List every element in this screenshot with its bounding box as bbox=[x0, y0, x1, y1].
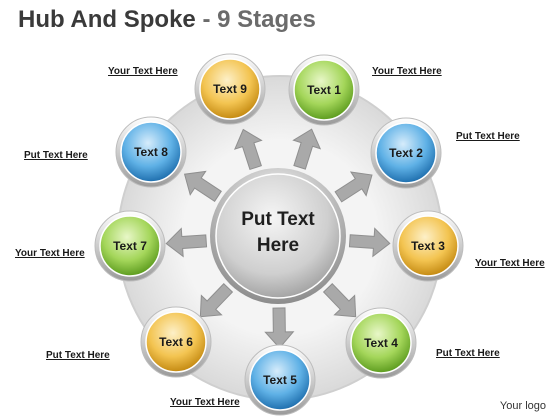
spoke-arrow-8 bbox=[183, 170, 222, 202]
stage-caption-9: Your Text Here bbox=[108, 66, 178, 77]
title-sub: 9 Stages bbox=[217, 6, 316, 33]
stage-node-label: Text 3 bbox=[411, 239, 445, 253]
stage-caption-4: Put Text Here bbox=[436, 348, 500, 359]
stage-node-disc bbox=[120, 121, 182, 183]
stage-node-disc bbox=[350, 312, 412, 374]
spoke-arrow-1 bbox=[292, 128, 322, 170]
stage-node-disc bbox=[375, 122, 437, 184]
stage-node-label: Text 4 bbox=[364, 336, 398, 350]
stage-node-7: Text 7 bbox=[94, 210, 166, 282]
stage-node-disc bbox=[293, 59, 355, 121]
hub: Put Text Here bbox=[210, 168, 346, 304]
stage-caption-8: Put Text Here bbox=[24, 150, 88, 161]
stage-node-label: Text 6 bbox=[159, 335, 193, 349]
hub-text-line1: Put Text bbox=[241, 209, 315, 230]
stage-caption-3: Your Text Here bbox=[475, 258, 545, 269]
spoke-arrow-4 bbox=[322, 283, 357, 318]
stage-node-4: Text 4 bbox=[345, 307, 417, 379]
title-separator: - bbox=[202, 6, 211, 33]
title-main: Hub And Spoke bbox=[18, 6, 196, 33]
stage-caption-6: Put Text Here bbox=[46, 350, 110, 361]
hub-disc bbox=[215, 173, 341, 299]
spoke-arrow-3 bbox=[348, 227, 391, 258]
logo-text: Your logo bbox=[499, 400, 546, 412]
stage-node-label: Text 1 bbox=[307, 83, 341, 97]
stage-caption-2: Put Text Here bbox=[456, 131, 520, 142]
stage-node-2: Text 2 bbox=[370, 117, 442, 189]
stage-node-8: Text 8 bbox=[115, 116, 187, 188]
spoke-arrow-5 bbox=[264, 307, 295, 349]
stage-node-9: Text 9 bbox=[194, 53, 266, 125]
stage-node-6: Text 6 bbox=[140, 306, 212, 378]
stage-node-disc bbox=[397, 215, 459, 277]
stage-caption-7: Your Text Here bbox=[15, 248, 85, 259]
stage-node-label: Text 8 bbox=[134, 145, 168, 159]
stage-node-disc bbox=[249, 349, 311, 411]
stage-caption-1: Your Text Here bbox=[372, 66, 442, 77]
stage-node-disc bbox=[145, 311, 207, 373]
hub-text-line2: Here bbox=[257, 235, 299, 256]
stage-node-3: Text 3 bbox=[392, 210, 464, 282]
page-title: Hub And Spoke - 9 Stages bbox=[18, 6, 316, 34]
stage-node-label: Text 5 bbox=[263, 373, 297, 387]
stage-node-label: Text 2 bbox=[389, 146, 423, 160]
stage-node-label: Text 9 bbox=[213, 82, 247, 96]
stage-node-5: Text 5 bbox=[244, 344, 316, 416]
spoke-arrow-6 bbox=[199, 283, 234, 318]
spoke-arrow-9 bbox=[234, 128, 263, 171]
stage-node-1: Text 1 bbox=[288, 54, 360, 126]
spoke-arrow-7 bbox=[165, 227, 208, 258]
stage-node-disc bbox=[99, 215, 161, 277]
stage-node-label: Text 7 bbox=[113, 239, 147, 253]
stage-node-disc bbox=[199, 58, 261, 120]
spoke-arrow-2 bbox=[334, 171, 373, 203]
stage-caption-5: Your Text Here bbox=[170, 397, 240, 408]
